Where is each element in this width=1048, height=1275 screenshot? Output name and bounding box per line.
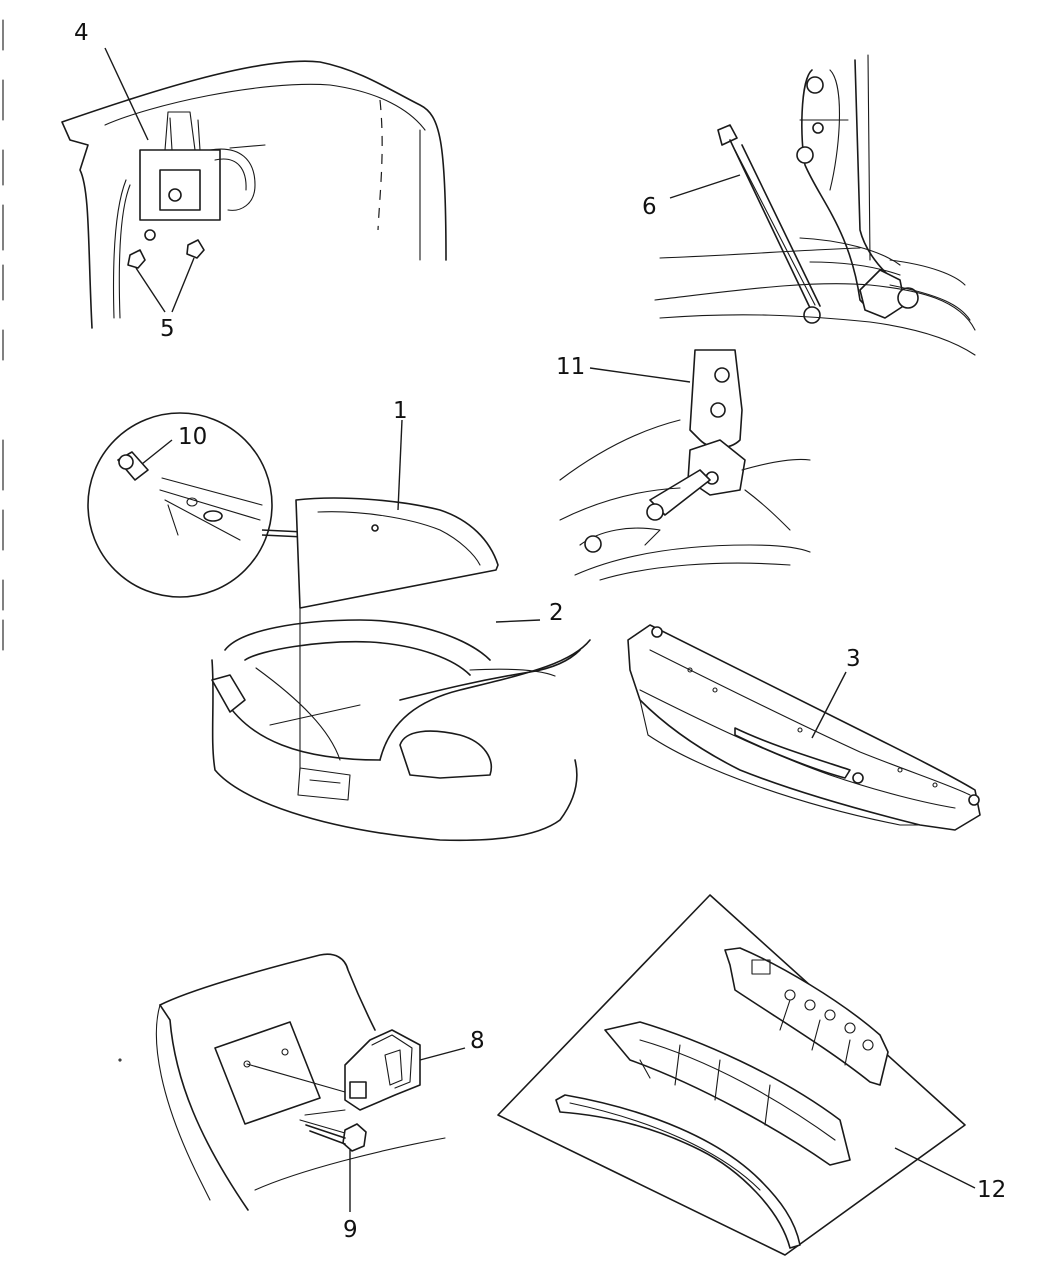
leader-3 [811, 671, 847, 739]
vehicle-rear-view [87, 412, 591, 842]
latch-assembly-view [61, 60, 447, 329]
callout-8: 8 [470, 1028, 485, 1054]
leader-6 [669, 174, 741, 199]
leader-5a [135, 267, 166, 313]
callout-3: 3 [846, 646, 861, 672]
leader-11 [589, 367, 691, 383]
strut-view [654, 54, 976, 356]
striker-view [118, 953, 446, 1211]
callout-6: 6 [642, 194, 657, 220]
callout-1: 1 [393, 398, 408, 424]
leader-2 [495, 619, 541, 623]
rear-panel-view [627, 624, 981, 831]
callout-11: 11 [556, 354, 585, 380]
leader-1 [397, 419, 403, 511]
leader-5b [171, 257, 195, 313]
panel-set-view [497, 894, 966, 1256]
callout-5: 5 [160, 316, 175, 342]
callout-9: 9 [343, 1217, 358, 1243]
callout-10: 10 [178, 424, 207, 450]
leader-8 [419, 1047, 466, 1061]
leader-10 [141, 439, 173, 465]
hinge-view [559, 349, 811, 581]
callout-12: 12 [977, 1177, 1006, 1203]
leader-4 [104, 47, 149, 141]
callout-2: 2 [549, 600, 564, 626]
leader-12 [894, 1147, 976, 1189]
callout-4: 4 [74, 20, 89, 46]
